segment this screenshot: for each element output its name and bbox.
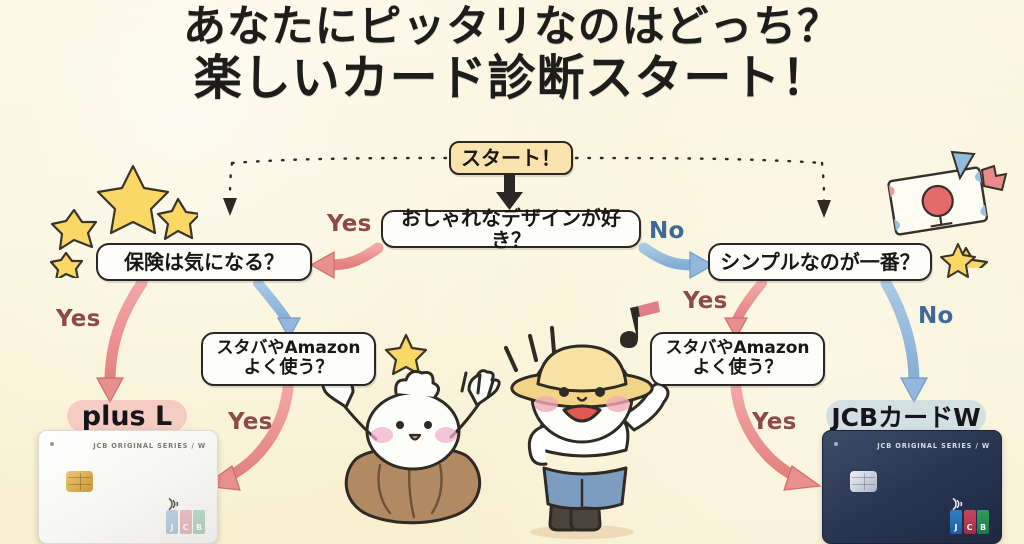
flow-node-amazon-right[interactable]: スタバやAmazon よく使う？ [650, 332, 825, 386]
flow-node-start[interactable]: スタート！ [449, 141, 573, 175]
contactless-icon-left [168, 498, 179, 510]
card-corner-dot-left [50, 442, 54, 446]
arrow-design-no-to-simple [638, 242, 715, 280]
edge-label-amazon-left-yes: Yes [228, 409, 273, 435]
edge-label-design-yes: Yes [327, 211, 372, 237]
dotted-connector-left [223, 156, 448, 216]
edge-label-design-no: No [649, 218, 685, 244]
edge-label-simple-no: No [918, 303, 954, 329]
flow-node-amazon-left[interactable]: スタバやAmazon よく使う？ [201, 332, 376, 386]
edge-label-amazon-right-yes: Yes [752, 409, 797, 435]
card-chip-icon-right [850, 471, 877, 492]
flow-node-amazon-left-line1: スタバやAmazon [216, 338, 361, 359]
card-series-text-left: JCB ORIGINAL SERIES / W [93, 442, 206, 450]
flow-node-insurance-label: 保険は気になる？ [124, 249, 284, 274]
card-corner-dot-right [834, 442, 838, 446]
edge-label-insurance-yes: Yes [56, 306, 101, 332]
flow-node-simple[interactable]: シンプルなのが一番？ [708, 243, 932, 281]
arrow-insurance-no-to-amazon-left [253, 278, 302, 340]
flow-node-start-label: スタート！ [461, 145, 561, 170]
dotted-connector-right [574, 156, 831, 218]
edge-label-simple-yes: Yes [683, 288, 728, 314]
flow-node-amazon-right-line1: スタバやAmazon [665, 338, 810, 359]
arrow-design-yes-to-insurance [309, 242, 384, 280]
flow-node-design[interactable]: おしゃれなデザインが好き？ [381, 206, 641, 251]
arrow-insurance-yes-to-plusl [95, 277, 148, 404]
flow-node-amazon-right-line2: よく使う？ [692, 357, 783, 379]
flow-node-design-label: おしゃれなデザインが好き？ [401, 205, 621, 252]
flow-node-amazon-left-line2: よく使う？ [243, 357, 334, 379]
flow-node-insurance[interactable]: 保険は気になる？ [96, 243, 312, 281]
flow-node-simple-label: シンプルなのが一番？ [720, 249, 920, 274]
contactless-icon-right [952, 498, 963, 510]
result-label-jcb-card-w-text: JCBカードW [831, 403, 981, 432]
arrow-simple-no-to-jcbw [880, 277, 929, 404]
arrow-simple-yes-to-amazon-right [723, 278, 767, 340]
result-label-plus-l: plus L [67, 400, 187, 432]
card-series-text-right: JCB ORIGINAL SERIES / W [877, 442, 990, 450]
card-chip-icon-left [66, 471, 93, 492]
result-label-plus-l-text: plus L [81, 400, 173, 432]
arrow-amazon-right-yes-to-jcbw [730, 382, 822, 491]
arrow-start-to-design [496, 174, 523, 210]
result-label-jcb-card-w: JCBカードW [826, 400, 986, 432]
